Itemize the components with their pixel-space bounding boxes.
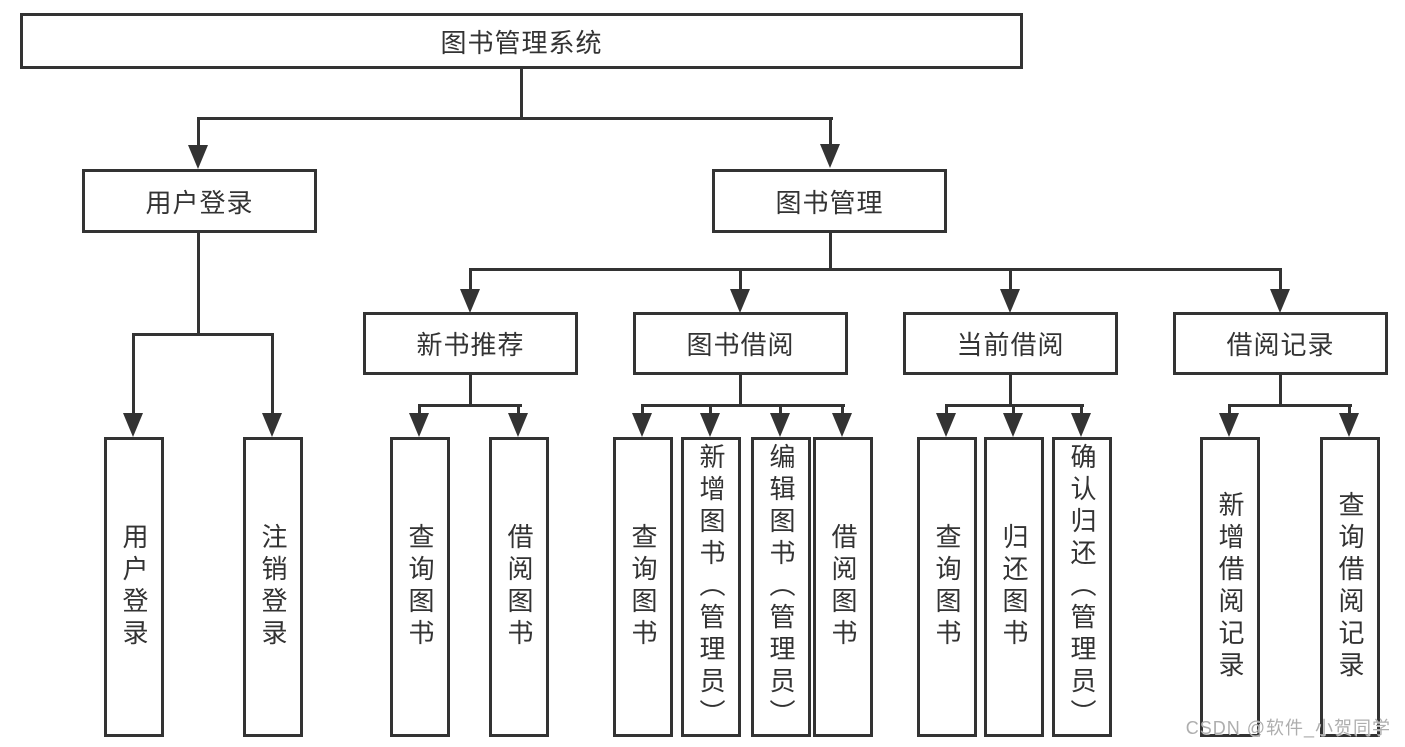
arrowhead-down-icon [770, 413, 790, 437]
node-new-book-recommendation: 新书推荐 [363, 312, 578, 375]
arrowhead-down-icon [262, 413, 282, 437]
connector-line [1228, 404, 1231, 416]
connector-line [469, 268, 1282, 271]
connector-line [1080, 404, 1083, 416]
leaf-add-borrow-record: 新增借阅记录 [1200, 437, 1260, 737]
leaf-label: 新增借阅记录 [1215, 491, 1245, 683]
node-current-borrowing: 当前借阅 [903, 312, 1118, 375]
leaf-query-borrow-record: 查询借阅记录 [1320, 437, 1380, 737]
connector-line [1012, 404, 1015, 416]
leaf-label: 注销登录 [258, 523, 288, 651]
leaf-edit-books-admin: 编辑图书（管理员） [751, 437, 811, 737]
connector-line [197, 117, 200, 147]
connector-line [1228, 404, 1352, 407]
arrowhead-down-icon [188, 145, 208, 169]
leaf-logout: 注销登录 [243, 437, 303, 737]
connector-line [418, 404, 522, 407]
arrowhead-down-icon [1339, 413, 1359, 437]
connector-line [132, 333, 135, 415]
node-book-system-root: 图书管理系统 [20, 13, 1023, 69]
leaf-label: 借阅图书 [828, 523, 858, 651]
leaf-label: 借阅图书 [504, 523, 534, 651]
leaf-user-login: 用户登录 [104, 437, 164, 737]
leaf-borrow-books-borrowing: 借阅图书 [813, 437, 873, 737]
connector-line [945, 404, 948, 416]
connector-line [1279, 375, 1282, 406]
connector-line [197, 233, 200, 335]
connector-line [520, 69, 523, 119]
arrowhead-down-icon [409, 413, 429, 437]
connector-line [197, 117, 833, 120]
arrowhead-down-icon [730, 289, 750, 313]
connector-line [1279, 268, 1282, 292]
leaf-add-books-admin: 新增图书（管理员） [681, 437, 741, 737]
connector-line [709, 404, 712, 416]
leaf-borrow-books-recommend: 借阅图书 [489, 437, 549, 737]
node-book-management: 图书管理 [712, 169, 947, 233]
arrowhead-down-icon [1219, 413, 1239, 437]
connector-line [739, 268, 742, 292]
arrowhead-down-icon [1071, 413, 1091, 437]
leaf-confirm-return-admin: 确认归还（管理员） [1052, 437, 1112, 737]
connector-line [132, 333, 274, 336]
leaf-label: 归还图书 [999, 523, 1029, 651]
leaf-label: 查询图书 [405, 523, 435, 651]
connector-line [739, 375, 742, 406]
connector-line [779, 404, 782, 416]
node-borrowing-records: 借阅记录 [1173, 312, 1388, 375]
connector-line [641, 404, 644, 416]
connector-line [469, 375, 472, 406]
arrowhead-down-icon [1000, 289, 1020, 313]
csdn-watermark: CSDN @软件_小贺同学 [1185, 718, 1391, 738]
arrowhead-down-icon [1270, 289, 1290, 313]
leaf-label: 查询借阅记录 [1335, 491, 1365, 683]
connector-line [517, 404, 520, 416]
arrowhead-down-icon [123, 413, 143, 437]
connector-line [829, 117, 832, 147]
leaf-label: 确认归还（管理员） [1067, 443, 1097, 731]
connector-line [1009, 375, 1012, 406]
connector-line [418, 404, 421, 416]
node-user-login: 用户登录 [82, 169, 317, 233]
connector-line [1009, 268, 1012, 292]
leaf-label: 新增图书（管理员） [696, 443, 726, 731]
arrowhead-down-icon [832, 413, 852, 437]
leaf-label: 查询图书 [628, 523, 658, 651]
connector-line [271, 333, 274, 415]
arrowhead-down-icon [508, 413, 528, 437]
connector-line [469, 268, 472, 292]
arrowhead-down-icon [632, 413, 652, 437]
arrowhead-down-icon [460, 289, 480, 313]
arrowhead-down-icon [1003, 413, 1023, 437]
connector-line [829, 233, 832, 271]
leaf-query-books-current: 查询图书 [917, 437, 977, 737]
leaf-label: 查询图书 [932, 523, 962, 651]
arrowhead-down-icon [700, 413, 720, 437]
node-book-borrowing: 图书借阅 [633, 312, 848, 375]
connector-line [641, 404, 845, 407]
leaf-query-books-borrowing: 查询图书 [613, 437, 673, 737]
leaf-query-books-recommend: 查询图书 [390, 437, 450, 737]
connector-line [841, 404, 844, 416]
leaf-label: 用户登录 [119, 523, 149, 651]
connector-line [1348, 404, 1351, 416]
arrowhead-down-icon [820, 144, 840, 168]
leaf-return-books: 归还图书 [984, 437, 1044, 737]
leaf-label: 编辑图书（管理员） [766, 443, 796, 731]
arrowhead-down-icon [936, 413, 956, 437]
